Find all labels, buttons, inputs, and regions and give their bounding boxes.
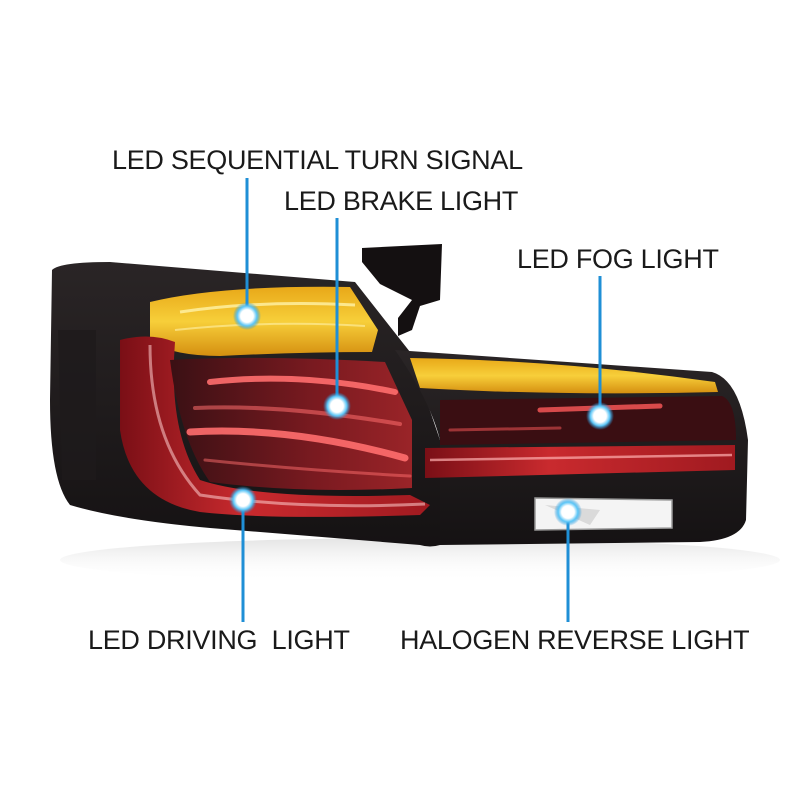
inner-driving-light-bar (425, 445, 735, 478)
brake-light-lens (170, 357, 412, 490)
driving-light-label: LED DRIVING LIGHT (88, 625, 350, 655)
floor-shadow (60, 538, 780, 582)
driving-light-marker (229, 486, 257, 514)
turn-signal-label: LED SEQUENTIAL TURN SIGNAL (112, 145, 523, 175)
turn-signal-streak (179, 302, 356, 314)
turn-signal-lens (150, 286, 378, 356)
fog-light-marker (586, 402, 614, 430)
inner-turn-lens (410, 358, 718, 394)
callout-leaders (241, 178, 602, 622)
turn-signal-marker (233, 302, 261, 330)
light-guide-highlight (148, 344, 426, 508)
reverse-light-label: HALOGEN REVERSE LIGHT (400, 625, 750, 655)
turn-signal-streak (174, 322, 366, 331)
brake-light-label: LED BRAKE LIGHT (284, 186, 519, 216)
reverse-light-marker (554, 498, 582, 526)
inner-bar-highlight (429, 453, 733, 462)
housing-ribs (58, 330, 96, 480)
brake-light-marker (323, 392, 351, 420)
mounting-bracket (362, 244, 442, 336)
brake-led-rows (186, 375, 412, 478)
fog-light-label: LED FOG LIGHT (517, 244, 719, 274)
